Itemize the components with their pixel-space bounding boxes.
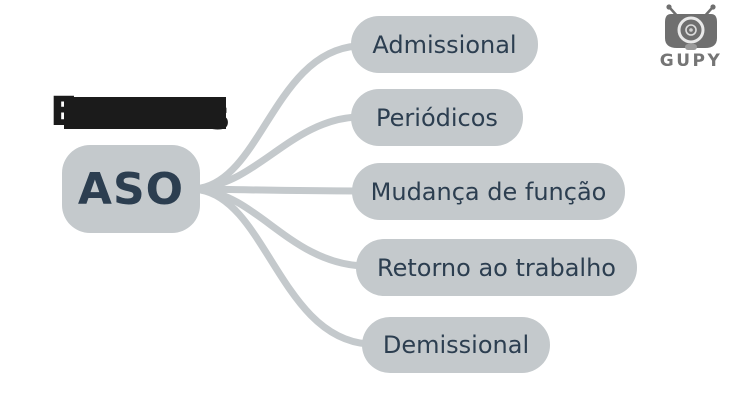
node-label: Admissional [372, 30, 517, 59]
censored-title: E s [0, 0, 300, 136]
connector-mudanca [197, 185, 362, 195]
node-mudanca-de-funcao: Mudança de função [352, 163, 625, 220]
connector-periodicos [197, 113, 361, 192]
node-label: Retorno ao trabalho [377, 253, 616, 282]
connector-admissional [197, 42, 361, 192]
robot-head-icon [665, 4, 717, 50]
node-retorno-ao-trabalho: Retorno ao trabalho [356, 239, 637, 296]
gupy-wordmark: GUPY [659, 51, 723, 71]
node-label: Demissional [382, 331, 530, 359]
root-node-label: ASO [77, 163, 185, 215]
node-label: Mudança de função [370, 177, 607, 206]
node-periodicos: Periódicos [351, 89, 523, 146]
root-node-aso: ASO [62, 145, 200, 233]
node-admissional: Admissional [351, 16, 538, 73]
gupy-logo: GUPY [652, 4, 730, 71]
node-label: Periódicos [376, 103, 498, 132]
node-demissional: Demissional [362, 317, 550, 373]
connector-demissional [197, 186, 372, 348]
redaction-bar [64, 97, 226, 129]
